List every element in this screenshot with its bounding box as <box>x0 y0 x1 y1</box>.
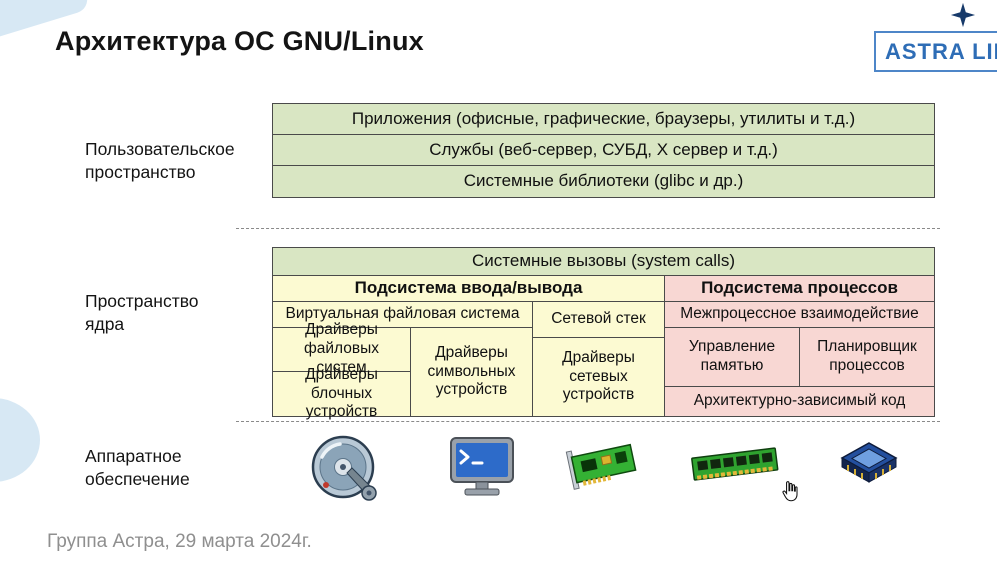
ipc-cell: Межпроцессное взаимодействие <box>665 302 934 327</box>
astra-linux-logo-text: ASTRA LIN <box>885 38 997 64</box>
user-space-row-libraries: Системные библиотеки (glibc и др.) <box>273 166 934 197</box>
user-space-stack: Приложения (офисные, графические, браузе… <box>272 103 935 198</box>
hand-cursor-icon <box>782 481 798 502</box>
separator-user-kernel <box>236 228 940 229</box>
star-icon <box>950 2 976 28</box>
network-card-icon <box>565 443 637 490</box>
arch-dependent-code-cell: Архитектурно-зависимый код <box>665 387 934 416</box>
corner-decoration-bottom-left <box>0 398 40 482</box>
footer-text: Группа Астра, 29 марта 2024г. <box>47 531 312 552</box>
hdd-icon <box>311 435 377 501</box>
block-drivers-cell: Драйверы блочных устройств <box>273 366 410 420</box>
label-user-space: Пользовательское пространство <box>85 139 235 183</box>
separator-kernel-hardware <box>236 421 940 422</box>
label-kernel-space: Пространство ядра <box>85 291 199 335</box>
page-title: Архитектура ОС GNU/Linux <box>55 26 424 56</box>
label-hardware: Аппаратное обеспечение <box>85 446 190 490</box>
fs-drivers-cell: Драйверы файловых систем <box>273 321 410 376</box>
cpu-icon <box>840 442 898 483</box>
vfs-cell: Виртуальная файловая система <box>273 302 532 327</box>
network-stack-cell: Сетевой стек <box>533 302 664 337</box>
memory-management-cell: Управление памятью <box>665 328 799 386</box>
io-subsystem-header: Подсистема ввода/вывода <box>273 276 664 301</box>
kernel-table: Системные вызовы (system calls) Подсисте… <box>272 247 935 420</box>
process-subsystem-header: Подсистема процессов <box>665 276 934 301</box>
ram-icon <box>691 447 779 481</box>
syscalls-cell: Системные вызовы (system calls) <box>273 248 934 275</box>
astra-linux-logo: ASTRA LIN <box>874 31 997 72</box>
terminal-icon <box>450 437 514 496</box>
net-drivers-cell: Драйверы сетевых устройств <box>533 338 664 416</box>
scheduler-cell: Планировщик процессов <box>800 328 934 386</box>
user-space-row-applications: Приложения (офисные, графические, браузе… <box>273 104 934 134</box>
user-space-row-services: Службы (веб-сервер, СУБД, X сервер и т.д… <box>273 135 934 165</box>
char-drivers-cell: Драйверы символьных устройств <box>411 328 532 416</box>
